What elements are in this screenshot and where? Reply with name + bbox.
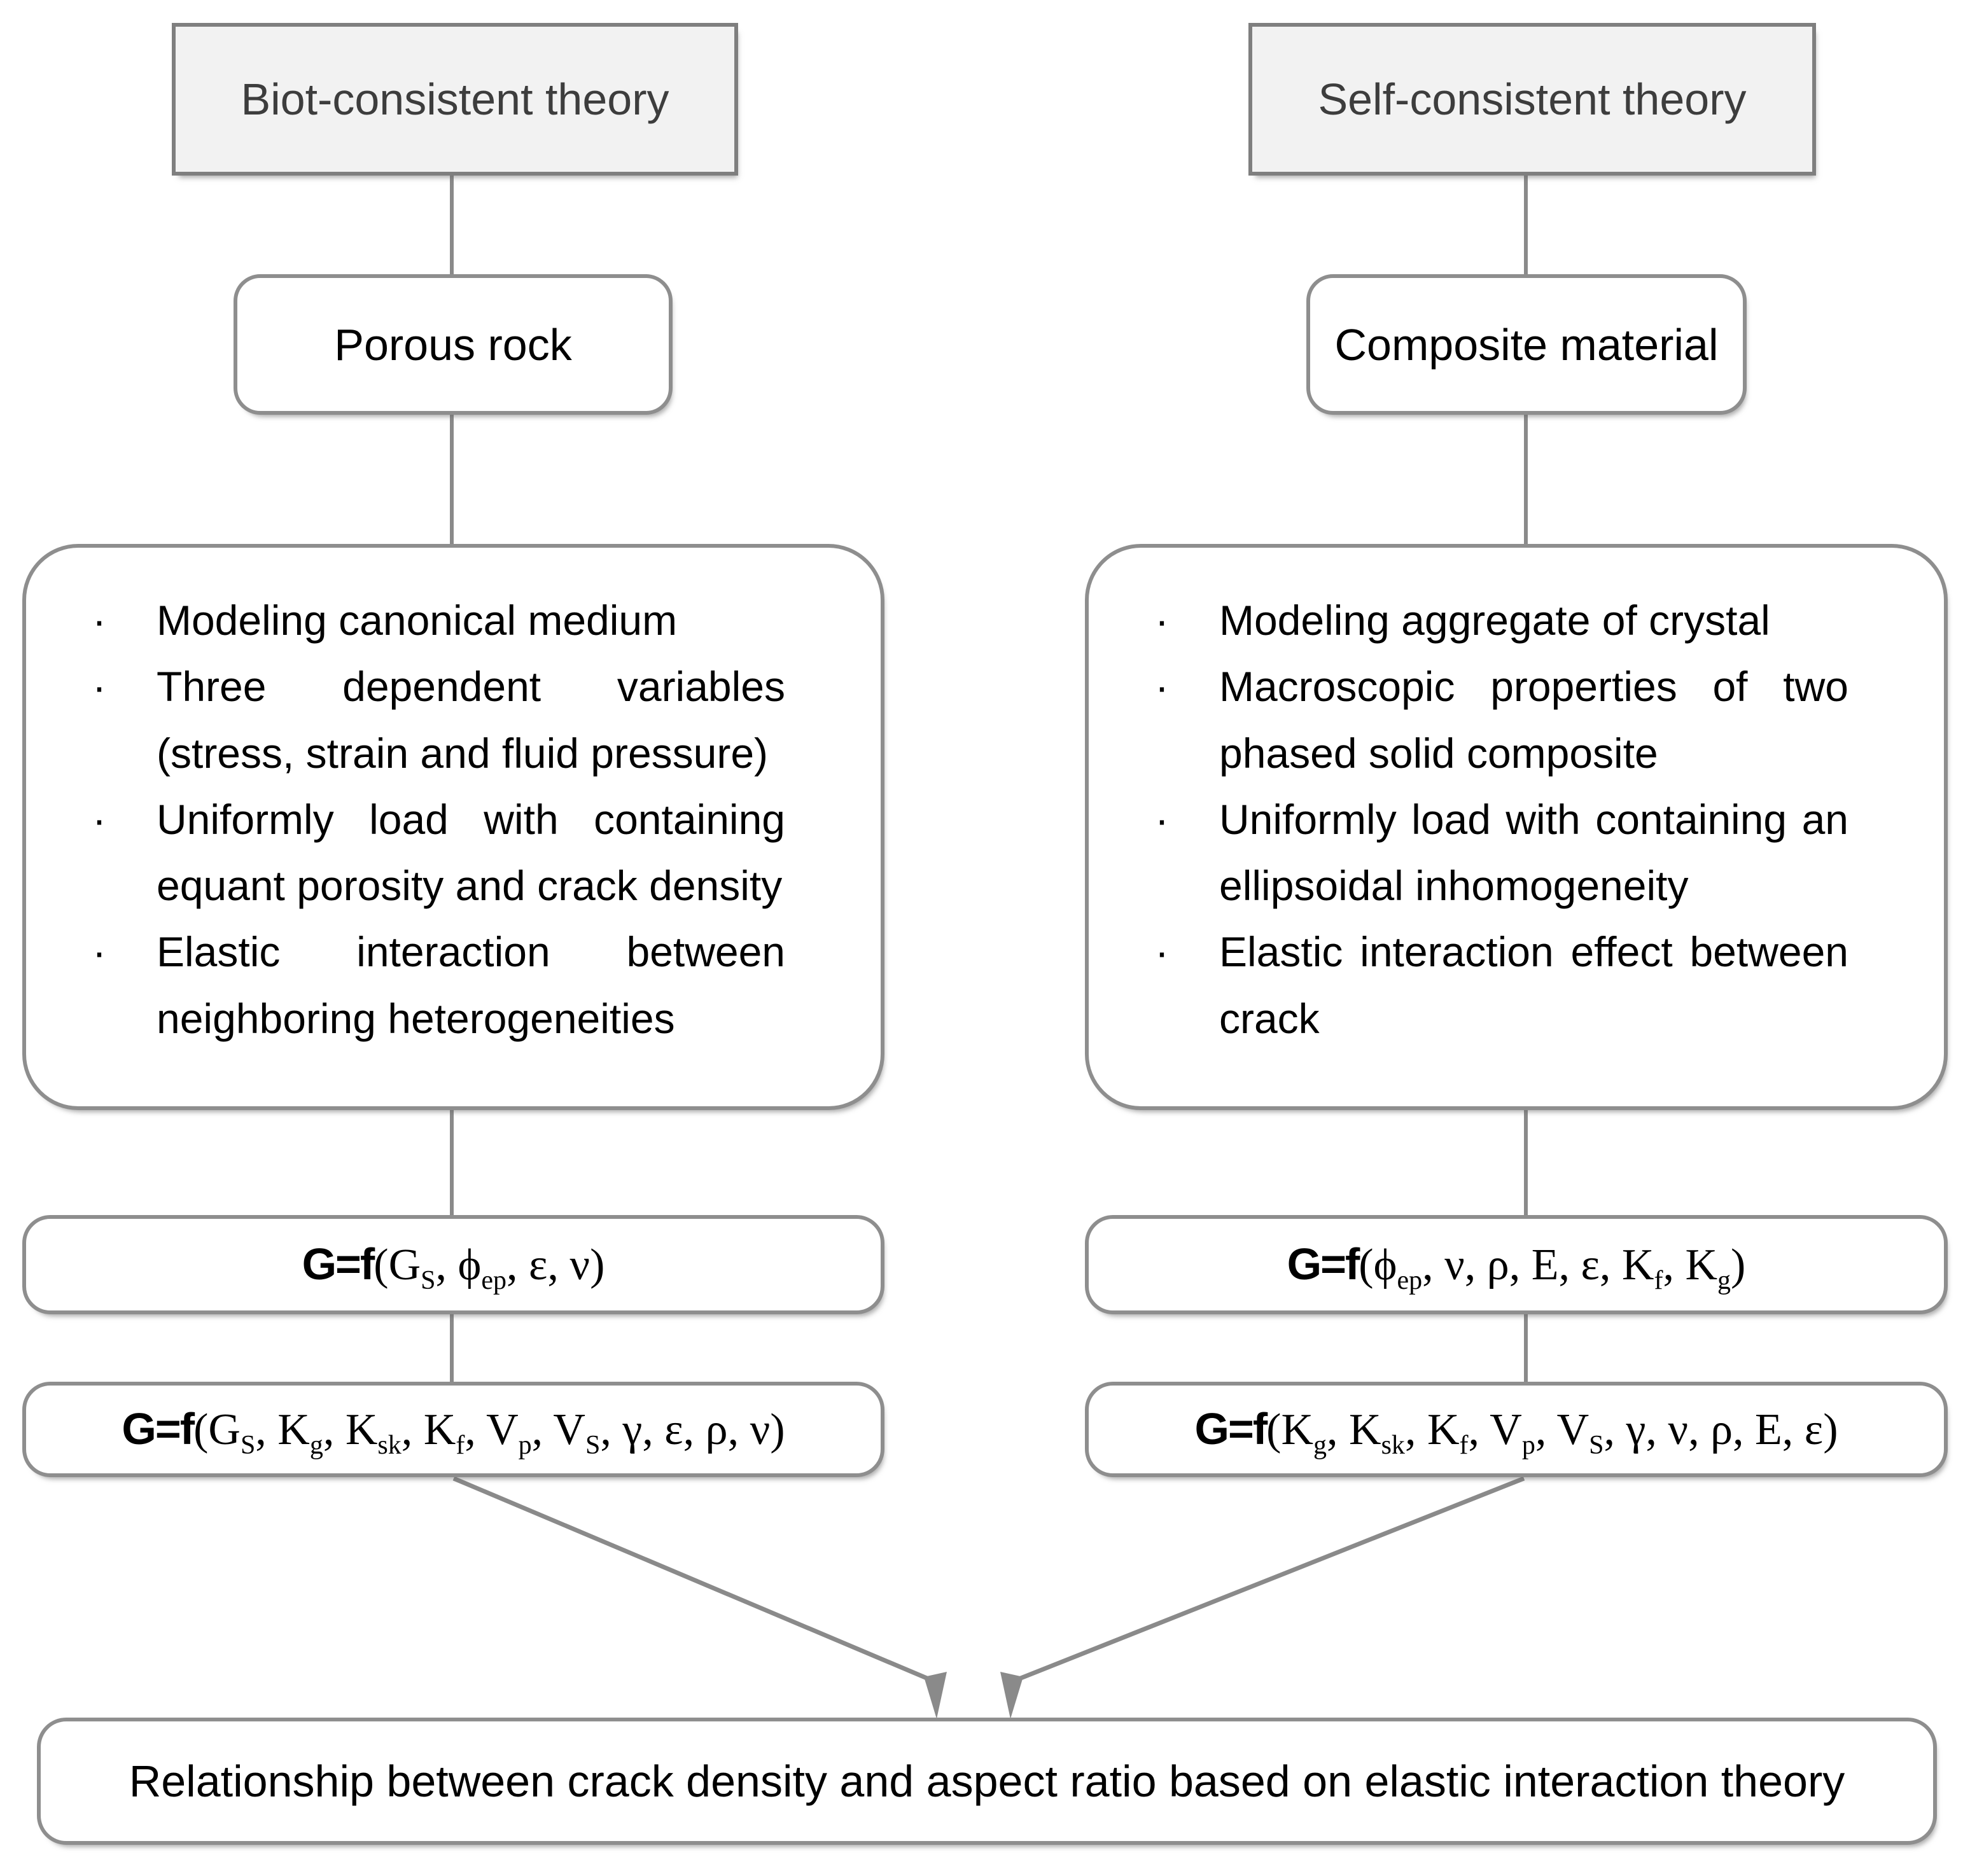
biot-theory-header: Biot-consistent theory [172,23,738,176]
bullet-item: Elastic interaction between neighboring … [83,919,785,1052]
connector-line [450,176,454,276]
self-consistent-theory-header: Self-consistent theory [1248,23,1816,176]
connector-line [450,413,454,545]
formula-box-right-reduced: G=f(ϕep, ν, ρ, E, ε, Kf, Kg) [1085,1215,1948,1314]
formula-arguments: (Kg, Ksk, Kf, Vp, VS, γ, ν, ρ, E, ε) [1266,1405,1838,1460]
connector-line [1524,176,1528,276]
bullet-item: Three dependent variables (stress, strai… [83,653,785,786]
connector-line [1524,1109,1528,1216]
formula-prefix: G=f [302,1239,375,1289]
biot-assumptions-box: Modeling canonical medium Three dependen… [22,544,884,1110]
formula-left-reduced: G=f(GS, ϕep, ε, ν) [302,1239,605,1295]
self-consistent-assumptions-list: Modeling aggregate of crystal Macroscopi… [1089,548,1944,1052]
biot-theory-header-label: Biot-consistent theory [241,74,669,124]
bullet-item: Macroscopic properties of two phased sol… [1146,653,1848,786]
biot-assumptions-list: Modeling canonical medium Three dependen… [26,548,881,1052]
formula-right-full: G=f(Kg, Ksk, Kf, Vp, VS, γ, ν, ρ, E, ε) [1194,1403,1838,1460]
formula-arguments: (GS, Kg, Ksk, Kf, Vp, VS, γ, ε, ρ, ν) [193,1405,785,1460]
bullet-item: Uniformly load with containing an ellips… [1146,786,1848,919]
connector-line [450,1109,454,1216]
conclusion-label: Relationship between crack density and a… [129,1756,1845,1806]
bullet-item: Modeling canonical medium [83,587,785,654]
connector-line [1524,413,1528,545]
formula-left-full: G=f(GS, Kg, Ksk, Kf, Vp, VS, γ, ε, ρ, ν) [122,1403,785,1460]
connector-line [1524,1313,1528,1383]
bullet-item: Elastic interaction effect between crack [1146,919,1848,1052]
bullet-item: Modeling aggregate of crystal [1146,587,1848,654]
self-consistent-assumptions-box: Modeling aggregate of crystal Macroscopi… [1085,544,1948,1110]
composite-material-label: Composite material [1334,319,1719,370]
porous-rock-box: Porous rock [234,274,673,415]
self-consistent-theory-header-label: Self-consistent theory [1318,74,1747,124]
merge-arrow-right [1013,1476,1525,1683]
conclusion-box: Relationship between crack density and a… [37,1718,1937,1845]
formula-prefix: G=f [122,1404,195,1454]
arrowhead-left-icon [924,1672,947,1719]
connector-line [450,1313,454,1383]
bullet-item: Uniformly load with containing equant po… [83,786,785,919]
formula-box-left-full: G=f(GS, Kg, Ksk, Kf, Vp, VS, γ, ε, ρ, ν) [22,1382,884,1477]
formula-arguments: (ϕep, ν, ρ, E, ε, Kf, Kg) [1359,1240,1746,1295]
composite-material-box: Composite material [1306,274,1747,415]
merge-arrow-left [452,1476,934,1683]
arrowhead-right-icon [1000,1672,1023,1719]
formula-box-right-full: G=f(Kg, Ksk, Kf, Vp, VS, γ, ν, ρ, E, ε) [1085,1382,1948,1477]
formula-right-reduced: G=f(ϕep, ν, ρ, E, ε, Kf, Kg) [1287,1239,1746,1295]
formula-prefix: G=f [1287,1239,1360,1289]
formula-arguments: (GS, ϕep, ε, ν) [374,1240,605,1295]
porous-rock-label: Porous rock [334,319,572,370]
formula-box-left-reduced: G=f(GS, ϕep, ε, ν) [22,1215,884,1314]
formula-prefix: G=f [1194,1404,1268,1454]
